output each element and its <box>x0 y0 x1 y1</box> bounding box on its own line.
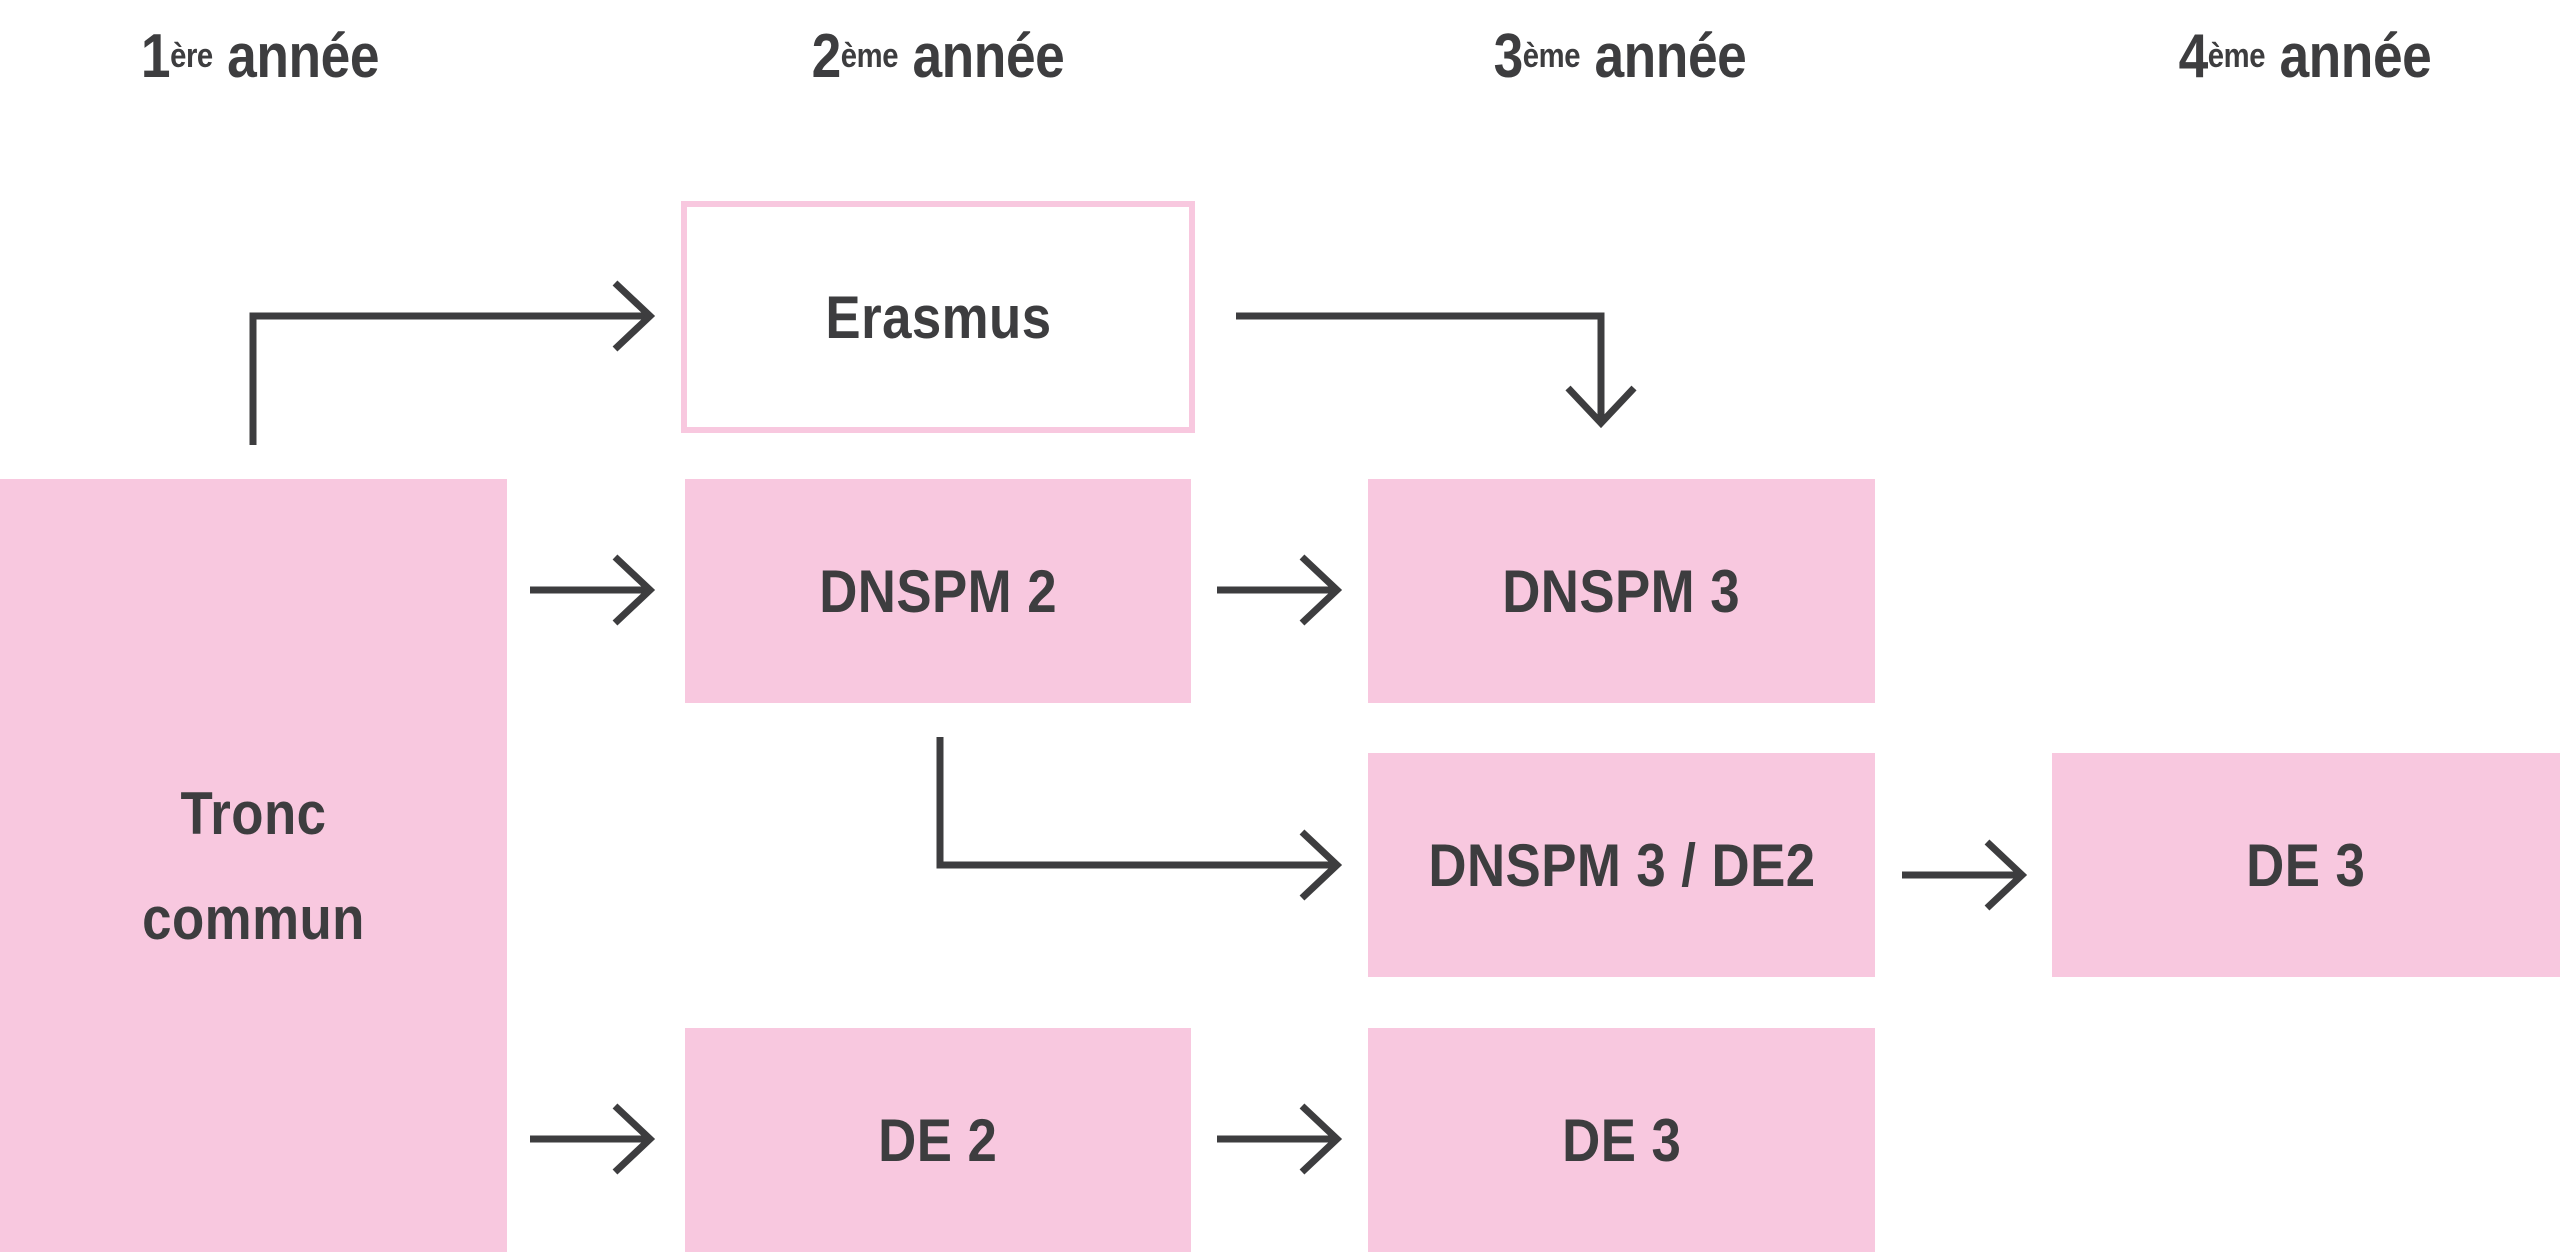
arrowhead-dnspm-2-to-dnspm-3-de2 <box>1299 829 1343 901</box>
year-number: 2 <box>811 22 842 91</box>
dnspm-2-label: DNSPM 2 <box>819 557 1057 625</box>
year-word: année <box>2279 22 2432 91</box>
erasmus-box: Erasmus <box>681 201 1195 433</box>
arrowhead-tronc-to-dnspm-2 <box>612 554 656 626</box>
year-suffix: ère <box>170 37 213 75</box>
tronc-commun-label: Tronc commun <box>142 779 365 952</box>
de-3-year-4-box: DE 3 <box>2052 753 2560 977</box>
arrowhead-dnspm-3-de2-to-de-3 <box>1984 839 2028 911</box>
de-2-label: DE 2 <box>878 1106 998 1174</box>
arrow-dnspm-2-to-dnspm-3-de2 <box>936 737 1337 869</box>
year-suffix: ème <box>1522 37 1581 75</box>
de-2-box: DE 2 <box>685 1028 1191 1252</box>
arrowhead-dnspm-2-to-dnspm-3 <box>1299 554 1343 626</box>
year-4-heading: 4ème année <box>2090 16 2520 107</box>
year-3-heading: 3ème année <box>1405 16 1835 107</box>
year-number: 3 <box>1493 22 1524 91</box>
de-3-year-3-label: DE 3 <box>1561 1106 1682 1174</box>
year-suffix: ème <box>2207 37 2266 75</box>
arrow-tronc-to-erasmus <box>249 312 650 445</box>
year-word: année <box>227 22 380 91</box>
erasmus-label: Erasmus <box>824 283 1052 351</box>
de-3-year-3-box: DE 3 <box>1368 1028 1875 1252</box>
year-number: 1 <box>140 22 171 91</box>
arrowhead-tronc-to-de-2 <box>612 1103 656 1175</box>
year-word: année <box>912 22 1065 91</box>
dnspm-3-label: DNSPM 3 <box>1502 557 1741 625</box>
year-2-heading: 2ème année <box>723 16 1153 107</box>
year-1-heading: 1ère année <box>45 16 475 107</box>
arrow-erasmus-to-dnspm-3 <box>1236 312 1605 423</box>
dnspm-3-de2-label: DNSPM 3 / DE2 <box>1427 831 1816 899</box>
dnspm-2-box: DNSPM 2 <box>685 479 1191 703</box>
year-word: année <box>1594 22 1747 91</box>
dnspm-3-box: DNSPM 3 <box>1368 479 1875 703</box>
year-suffix: ème <box>840 37 899 75</box>
tronc-commun-box: Tronc commun <box>0 479 507 1252</box>
dnspm-3-de2-box: DNSPM 3 / DE2 <box>1368 753 1875 977</box>
arrowhead-tronc-to-erasmus <box>612 280 656 352</box>
arrowhead-de-2-to-de-3 <box>1299 1103 1343 1175</box>
de-3-year-4-label: DE 3 <box>2246 831 2366 899</box>
arrowhead-erasmus-to-dnspm-3 <box>1565 385 1637 429</box>
year-number: 4 <box>2178 22 2209 91</box>
